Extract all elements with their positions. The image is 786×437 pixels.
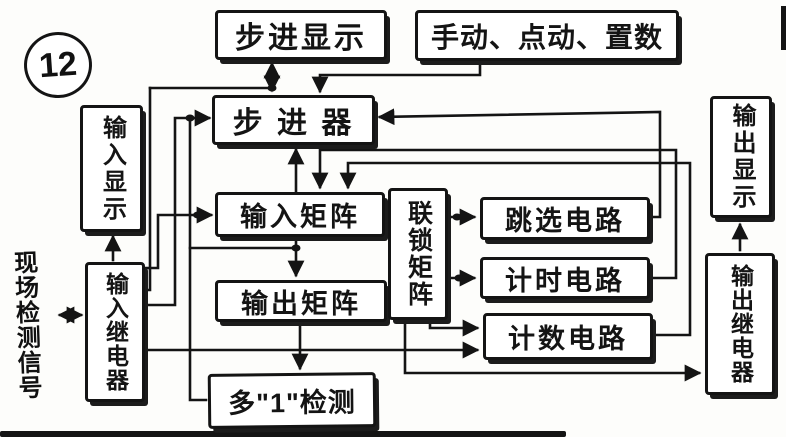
box-timing-circuit-label: 计时电路 [505,265,625,296]
box-interlock-matrix: 联锁矩阵 [388,188,448,320]
box-jump-circuit: 跳选电路 [480,197,650,240]
box-stepper: 步 进 器 [212,95,375,145]
box-input-matrix-label: 输入矩阵 [240,202,360,232]
box-input-relay-label: 输入继电器 [102,272,129,392]
junction-dots [185,84,464,282]
box-output-relay: 输出继电器 [705,253,775,395]
box-counting-circuit-label: 计数电路 [508,324,628,354]
box-input-display-label: 输入显示 [98,114,126,223]
box-output-matrix: 输出矩阵 [215,280,387,322]
field-signal-label: 现场检测信号 [9,249,42,401]
box-step-display-label: 步进显示 [235,22,367,55]
scan-artifact-right [781,6,786,50]
box-output-relay-label: 输出继电器 [727,264,754,384]
box-multi-one-detect: 多"1"检测 [207,372,377,429]
box-multi-one-detect-label: 多"1"检测 [228,387,356,419]
box-manual-jog-preset: 手动、点动、置数 [415,10,679,61]
box-output-display-label: 输出显示 [728,103,755,211]
box-output-matrix-label: 输出矩阵 [241,288,361,319]
box-input-display: 输入显示 [80,105,143,232]
box-timing-circuit: 计时电路 [480,257,650,299]
box-output-display: 输出显示 [710,96,772,218]
box-input-relay: 输入继电器 [85,262,145,402]
box-jump-circuit-label: 跳选电路 [505,206,625,236]
box-input-matrix: 输入矩阵 [215,192,385,237]
box-counting-circuit: 计数电路 [483,313,653,360]
scan-artifact-bottom [0,431,566,437]
box-stepper-label: 步 进 器 [232,107,355,140]
box-manual-jog-preset-label: 手动、点动、置数 [430,21,663,53]
box-step-display: 步进显示 [215,10,387,60]
figure-number: 12 [37,44,79,85]
box-interlock-matrix-label: 联锁矩阵 [404,200,433,308]
